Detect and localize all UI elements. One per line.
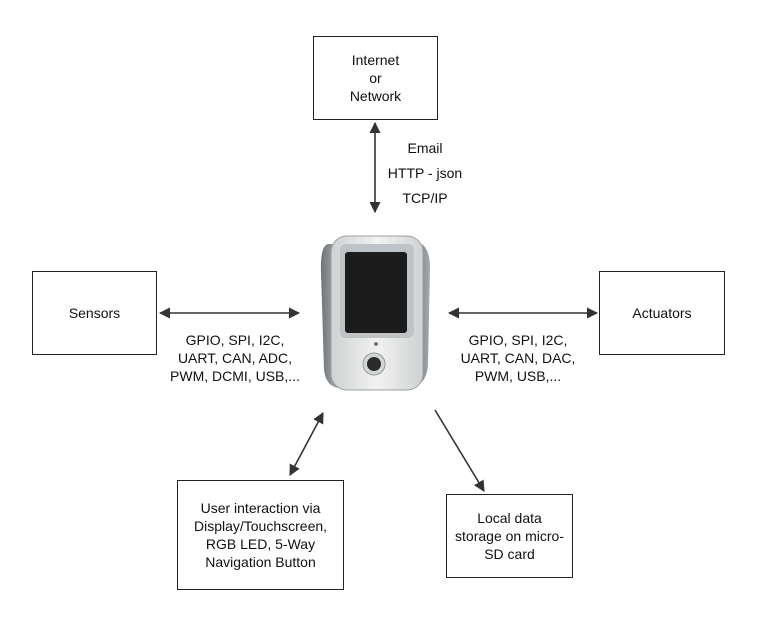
storage-line: storage on micro-: [455, 528, 564, 544]
storage-box: Local data storage on micro- SD card: [446, 494, 573, 578]
actuator-interface-line: UART, CAN, DAC,: [460, 350, 576, 366]
sensor-interface-line: PWM, DCMI, USB,...: [170, 368, 300, 384]
sensor-interface-line: GPIO, SPI, I2C,: [185, 332, 285, 348]
user-interaction-box: User interaction via Display/Touchscreen…: [177, 480, 344, 590]
actuator-interface-line: GPIO, SPI, I2C,: [468, 332, 568, 348]
user-interaction-line: Display/Touchscreen,: [193, 518, 328, 534]
device-image: [320, 235, 430, 391]
device-screen: [345, 252, 407, 333]
led-icon: [374, 342, 378, 346]
protocol-http: HTTP - json: [387, 165, 463, 181]
actuators-box: Actuators: [599, 271, 725, 355]
sensor-interfaces: GPIO, SPI, I2C, UART, CAN, ADC, PWM, DCM…: [160, 331, 310, 385]
actuators-label: Actuators: [632, 305, 692, 321]
user-interaction-line: User interaction via: [200, 500, 321, 516]
protocol-labels: Email HTTP - json TCP/IP: [380, 136, 470, 211]
user-interaction-line: RGB LED, 5-Way: [205, 536, 316, 552]
arrow-user: [289, 412, 324, 476]
arrow-storage: [434, 409, 485, 492]
network-label: Network: [349, 88, 402, 104]
internet-label: Internet: [351, 52, 400, 68]
sensors-box: Sensors: [32, 271, 157, 355]
or-label: or: [369, 70, 382, 86]
protocol-email: Email: [407, 140, 443, 156]
sensors-label: Sensors: [68, 305, 121, 321]
internet-box: Internet or Network: [313, 36, 438, 120]
protocol-tcpip: TCP/IP: [402, 190, 448, 206]
storage-line: SD card: [484, 546, 535, 562]
user-interaction-line: Navigation Button: [205, 554, 316, 570]
actuator-interface-line: PWM, USB,...: [474, 368, 562, 384]
sensor-interface-line: UART, CAN, ADC,: [177, 350, 293, 366]
storage-line: Local data: [477, 510, 542, 526]
actuator-interfaces: GPIO, SPI, I2C, UART, CAN, DAC, PWM, USB…: [448, 331, 588, 385]
